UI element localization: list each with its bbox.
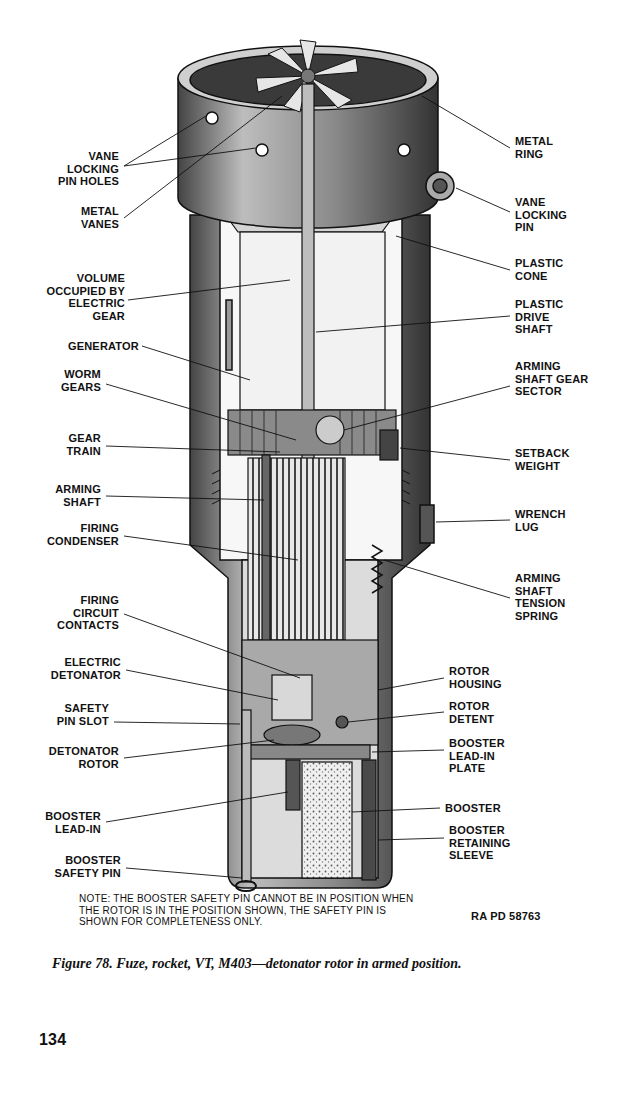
part-label: ELECTRIC DETONATOR [32, 656, 122, 681]
part-label: ROTOR DETENT [448, 700, 518, 725]
part-label: PLASTIC DRIVE SHAFT [514, 298, 584, 336]
note-text: NOTE: THE BOOSTER SAFETY PIN CANNOT BE I… [78, 893, 418, 928]
part-label: METAL RING [514, 135, 574, 160]
drawing-number: RA PD 58763 [470, 910, 580, 923]
part-label: BOOSTER LEAD-IN [30, 810, 102, 835]
part-label: FIRING CIRCUIT CONTACTS [50, 594, 120, 632]
mechanism [228, 84, 398, 891]
part-label: SETBACK WEIGHT [514, 447, 596, 472]
part-label: VOLUME OCCUPIED BY ELECTRIC GEAR [42, 272, 126, 322]
page-number: 134 [38, 1034, 88, 1047]
figure-caption: Figure 78. Fuze, rocket, VT, M403—detona… [52, 956, 636, 972]
part-label: METAL VANES [68, 205, 120, 230]
part-label: VANE LOCKING PIN [514, 196, 586, 234]
part-label: ROTOR HOUSING [448, 665, 524, 690]
part-label: GEAR TRAIN [52, 432, 102, 457]
part-label: WORM GEARS [46, 368, 102, 393]
part-label: BOOSTER [444, 802, 514, 815]
part-label: ARMING SHAFT GEAR SECTOR [514, 360, 590, 398]
part-label: PLASTIC CONE [514, 257, 584, 282]
part-label: ARMING SHAFT TENSION SPRING [514, 572, 590, 622]
part-label: VANE LOCKING PIN HOLES [54, 150, 120, 188]
part-label: BOOSTER RETAINING SLEEVE [448, 824, 528, 862]
part-label: ARMING SHAFT [40, 483, 102, 508]
part-label: FIRING CONDENSER [30, 522, 120, 547]
part-label: DETONATOR ROTOR [30, 745, 120, 770]
part-label: WRENCH LUG [514, 508, 584, 533]
part-label: GENERATOR [60, 340, 140, 353]
part-label: SAFETY PIN SLOT [54, 702, 110, 727]
metal-ring [178, 46, 454, 228]
part-label: BOOSTER SAFETY PIN [52, 854, 122, 879]
part-label: BOOSTER LEAD-IN PLATE [448, 737, 524, 775]
